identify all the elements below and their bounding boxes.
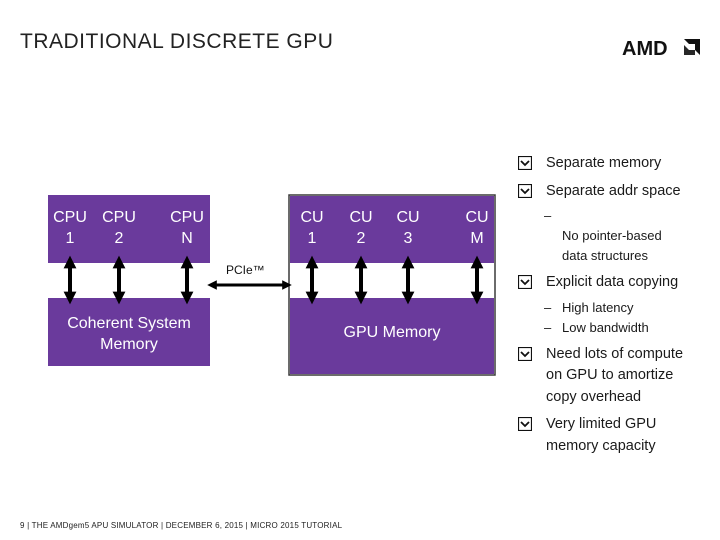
bullet-item: Separate memory <box>518 153 718 175</box>
pcie-label: PCIe™ <box>226 263 265 277</box>
gpu-compute-box <box>290 196 494 263</box>
gpu-memory-label: GPU Memory <box>343 324 441 341</box>
sub-bullet: –No pointer-based data structures <box>544 208 662 263</box>
bullet-list: Separate memory Separate addr space –No … <box>518 153 718 463</box>
slide-title: TRADITIONAL DISCRETE GPU <box>20 30 334 53</box>
bullet-item: Very limited GPU memory capacity <box>518 414 696 457</box>
bullet-item: Explicit data copying <box>518 272 718 294</box>
footer: 9 | THE AMDgem5 APU SIMULATOR | DECEMBER… <box>20 521 343 530</box>
checkbox-icon <box>518 417 532 431</box>
amd-logo: AMD <box>622 38 700 58</box>
system-memory-box <box>48 298 210 366</box>
checkbox-icon <box>518 275 532 289</box>
cpu-box <box>48 195 210 263</box>
checkbox-icon <box>518 346 532 361</box>
checkbox-icon <box>518 156 532 170</box>
gpu-memory-box <box>290 298 494 374</box>
sub-bullet: –High latency <box>544 299 634 315</box>
checkbox-icon <box>518 183 532 198</box>
sub-bullet: –Low bandwidth <box>544 319 649 335</box>
svg-text:AMD: AMD <box>622 38 668 58</box>
bullet-item: Separate addr space <box>518 181 718 203</box>
bullet-item: Need lots of compute on GPU to amortize … <box>518 344 696 409</box>
